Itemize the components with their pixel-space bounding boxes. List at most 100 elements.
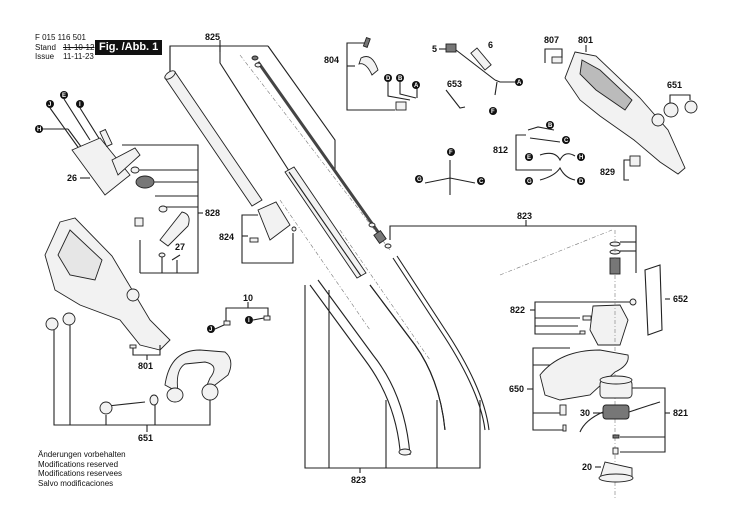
connector-a: A xyxy=(412,81,420,89)
label-653: 653 xyxy=(447,79,462,89)
label-651-bottom: 651 xyxy=(138,433,153,443)
wheel-part xyxy=(663,102,679,118)
connector-letters: A A D B F F G C B C E H G D J E I H J I xyxy=(35,74,585,333)
strain-relief-part xyxy=(629,155,641,167)
svg-text:A: A xyxy=(414,83,419,89)
label-828: 828 xyxy=(205,208,220,218)
stand-date: 11-10-12 xyxy=(63,43,95,52)
connector-e: E xyxy=(60,91,68,99)
callout-812: 812 xyxy=(493,126,576,181)
label-822: 822 xyxy=(510,305,525,315)
spool-housing-part xyxy=(599,375,633,385)
motor-assembly xyxy=(43,98,141,196)
connector-f: F xyxy=(447,148,455,156)
callout-653: 653 xyxy=(445,79,466,109)
screw-part xyxy=(129,344,137,349)
callout-822: 822 xyxy=(499,229,637,500)
handle-clamp-part xyxy=(201,383,219,401)
svg-text:I: I xyxy=(79,102,81,108)
wheel-part xyxy=(45,317,59,331)
terminal-part xyxy=(395,101,407,111)
connector-c: C xyxy=(562,136,570,144)
clamp-part xyxy=(257,201,291,241)
connector-i: I xyxy=(76,100,84,108)
main-housing-half xyxy=(44,217,171,351)
stand-label: Stand xyxy=(35,43,56,52)
label-812: 812 xyxy=(493,145,508,155)
footer-line: Modifications reserved xyxy=(38,459,119,469)
connector-g: G xyxy=(525,177,533,185)
callout-829: 829 xyxy=(600,155,641,181)
sleeve-part xyxy=(470,47,492,71)
callout-828: 828 27 xyxy=(122,144,220,274)
nut-part xyxy=(629,298,637,306)
gear-housing-part xyxy=(589,304,629,346)
callout-20: 20 xyxy=(582,461,634,483)
spring-part xyxy=(612,434,620,439)
connector-e: E xyxy=(525,153,533,161)
label-823-top: 823 xyxy=(517,211,532,221)
cover-plate-part xyxy=(159,211,190,247)
screw-part xyxy=(223,320,231,326)
callout-652: 652 xyxy=(644,264,688,336)
callout-6: 6 xyxy=(470,40,493,71)
svg-text:H: H xyxy=(579,155,583,161)
svg-text:B: B xyxy=(548,123,553,129)
connector-i: I xyxy=(245,316,253,324)
spool-cap-part xyxy=(598,473,634,483)
callout-823-top: 823 xyxy=(389,211,637,273)
connector-h: H xyxy=(35,125,43,133)
label-824: 824 xyxy=(219,232,234,242)
footer-line: Modifications reservees xyxy=(38,469,123,478)
callout-10: 10 xyxy=(214,293,271,330)
svg-text:I: I xyxy=(248,318,250,324)
connector-f: F xyxy=(489,107,497,115)
footer-line: Änderungen vorbehalten xyxy=(38,450,126,459)
label-26: 26 xyxy=(67,173,77,183)
label-804: 804 xyxy=(324,55,339,65)
label-652: 652 xyxy=(673,294,688,304)
callout-824: 824 xyxy=(219,201,297,264)
clip-part xyxy=(254,62,262,68)
connector-d: D xyxy=(384,74,392,82)
bearing-part xyxy=(134,217,144,227)
callout-801-bottom: 801 xyxy=(129,344,161,371)
brush-holder-part xyxy=(99,128,113,148)
svg-text:B: B xyxy=(398,76,403,82)
connector-c: C xyxy=(477,177,485,185)
drive-shaft xyxy=(239,54,391,251)
auxiliary-handle-part xyxy=(164,349,232,393)
label-30: 30 xyxy=(580,408,590,418)
cable-clamp-part xyxy=(358,56,379,76)
label-807: 807 xyxy=(544,35,559,45)
grass-guard-part xyxy=(539,349,629,401)
connector-b: B xyxy=(546,121,554,129)
lower-outer-tube xyxy=(309,279,412,456)
pin-part xyxy=(362,36,371,48)
plug-part xyxy=(445,43,457,53)
washer-part xyxy=(384,243,392,249)
knob-part xyxy=(99,401,113,415)
wire-junction xyxy=(494,79,515,96)
footer-line: Salvo modificaciones xyxy=(38,478,114,488)
screw-part xyxy=(612,447,619,455)
connector-b: B xyxy=(396,74,404,82)
callout-651-top: 651 xyxy=(663,80,698,118)
label-801-top: 801 xyxy=(578,35,593,45)
connector-j: J xyxy=(207,325,215,333)
connector-g: G xyxy=(415,175,423,183)
svg-text:E: E xyxy=(527,155,531,161)
svg-text:J: J xyxy=(209,327,212,333)
issue-label: Issue xyxy=(35,52,55,61)
middle-shaft-tube xyxy=(284,166,367,279)
wire-junction xyxy=(424,160,476,195)
callout-804: 804 xyxy=(324,36,418,111)
nut-part xyxy=(158,252,166,258)
svg-text:C: C xyxy=(564,138,569,144)
clip-part xyxy=(251,55,259,61)
wheel-part xyxy=(62,312,76,326)
connector-j: J xyxy=(46,100,54,108)
svg-text:G: G xyxy=(527,179,532,185)
screw-part xyxy=(551,56,563,64)
